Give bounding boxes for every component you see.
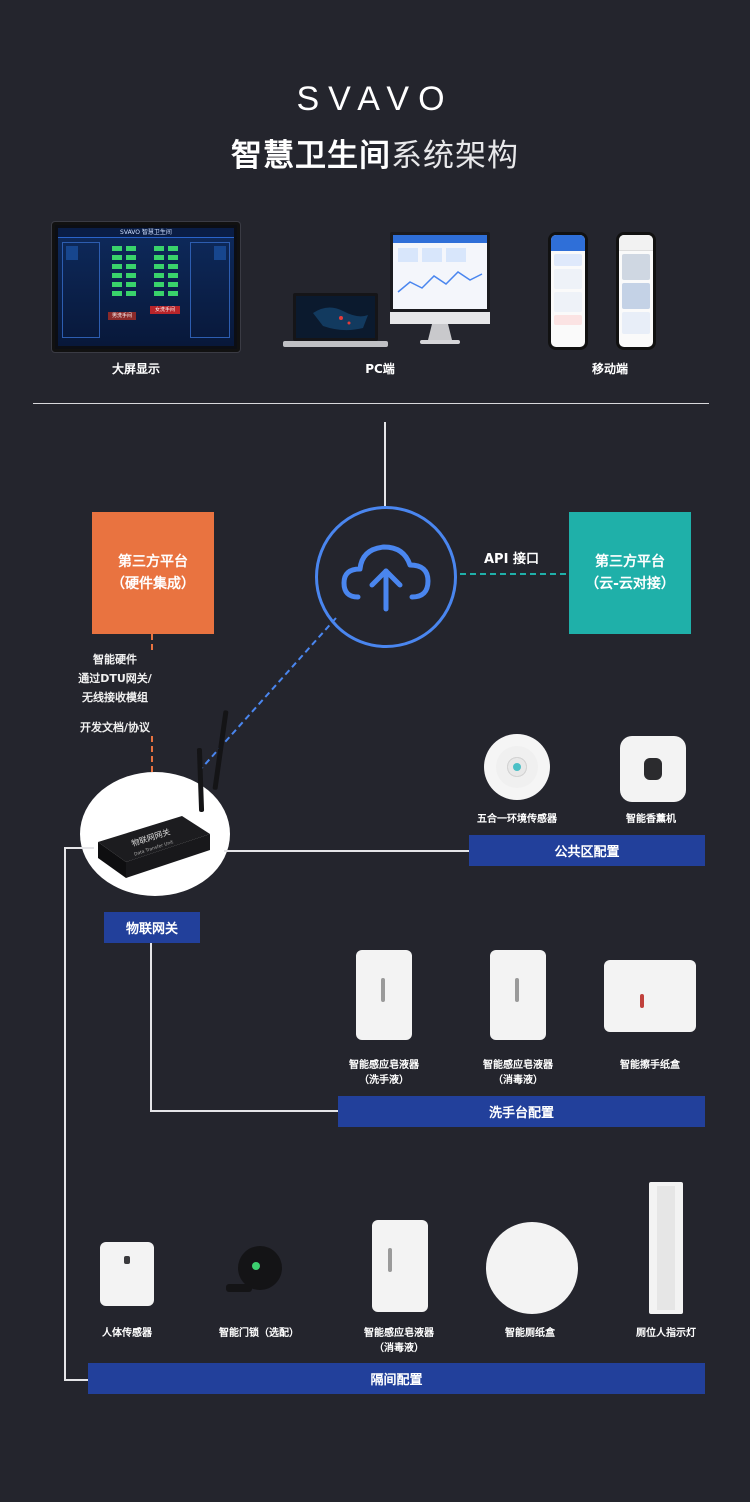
soap-dispenser-disinfect-label: 智能感应皂液器 （消毒液） (483, 1060, 553, 1086)
platform-cloud-line2: （云-云对接） (585, 576, 675, 592)
trunk-left (64, 848, 66, 1380)
platform-hw-line1: 第三方平台 (118, 554, 188, 570)
paper-towel-box-label: 智能擦手纸盒 (620, 1060, 680, 1071)
soap-dispenser-hand-image (356, 950, 412, 1040)
public-zone-bar: 公共区配置 (469, 835, 705, 866)
line-to-public (224, 850, 470, 852)
note-line-2: 通过DTU网关/ (78, 672, 152, 685)
pc-label: PC端 (365, 362, 395, 376)
third-party-hardware-platform: 第三方平台 （硬件集成） (92, 512, 214, 634)
washbasin-zone-bar: 洗手台配置 (338, 1096, 705, 1127)
pc-monitor-image (390, 232, 490, 344)
trunk-left-top (64, 847, 94, 849)
section-divider (33, 403, 709, 404)
env-sensor-label: 五合一环境传感器 (477, 814, 557, 825)
api-label: API 接口 (484, 552, 539, 567)
cloud-circle (315, 506, 457, 648)
gateway-label: 物联网关 (104, 912, 200, 943)
title-bold: 智慧卫生间 (231, 138, 391, 174)
aroma-machine-label: 智能香薰机 (626, 814, 676, 825)
note-line-3: 无线接收模组 (82, 691, 148, 704)
cloud-dashed-line (199, 617, 337, 771)
cubicle-zone-bar: 隔间配置 (88, 1363, 705, 1394)
soap-dispenser-disinfect-image (490, 950, 546, 1040)
platform-hw-line2: （硬件集成） (111, 576, 195, 592)
door-lock-image (226, 1246, 282, 1292)
pc-laptop-image (283, 293, 388, 347)
bigscreen-tag-left: 男洗手间 (108, 312, 136, 320)
connector-top (384, 422, 386, 506)
paper-towel-box-image (604, 960, 696, 1032)
bigscreen-title: SVAVO 智慧卫生间 (58, 228, 234, 238)
line-to-washbasin (150, 1110, 338, 1112)
motion-sensor-image (100, 1242, 154, 1306)
cubicle-indicator-label: 厕位人指示灯 (636, 1328, 696, 1339)
soap-dispenser-cubicle-image (372, 1220, 428, 1312)
bigscreen-display-image: SVAVO 智慧卫生间 男洗手间 女洗手间 (52, 222, 240, 352)
phone-left-image (548, 232, 588, 350)
third-party-cloud-platform: 第三方平台 （云-云对接） (569, 512, 691, 634)
title-light: 系统架构 (391, 138, 519, 174)
soap-dispenser-hand-label: 智能感应皂液器 （洗手液） (349, 1060, 419, 1086)
aroma-machine-image (620, 736, 686, 802)
platform-cloud-line1: 第三方平台 (595, 554, 665, 570)
toilet-paper-box-label: 智能厕纸盒 (505, 1328, 555, 1339)
mobile-label: 移动端 (591, 362, 628, 376)
docs-note: 开发文档/协议 (79, 721, 151, 734)
env-sensor-image (484, 734, 550, 800)
cloud-upload-icon (341, 544, 431, 612)
door-lock-label: 智能门锁（选配） (219, 1328, 299, 1339)
phone-right-image (616, 232, 656, 350)
bigscreen-tag-right: 女洗手间 (150, 306, 180, 314)
soap-dispenser-cubicle-label: 智能感应皂液器 （消毒液） (364, 1328, 434, 1354)
line-gateway-down (150, 943, 152, 1111)
page-title: 智慧卫生间系统架构 (0, 130, 750, 175)
cubicle-indicator-image (649, 1182, 683, 1314)
bigscreen-label: 大屏显示 (111, 362, 160, 376)
toilet-paper-box-image (486, 1222, 578, 1314)
hardware-note: 智能硬件 通过DTU网关/ 无线接收模组 (40, 650, 190, 707)
brand-logo: SVAVO (296, 80, 454, 118)
line-to-cubicle (64, 1379, 88, 1381)
motion-sensor-label: 人体传感器 (102, 1328, 152, 1339)
gateway-device-image: 物联网网关 Data Transfer Unit (98, 710, 229, 878)
note-line-1: 智能硬件 (93, 653, 137, 666)
